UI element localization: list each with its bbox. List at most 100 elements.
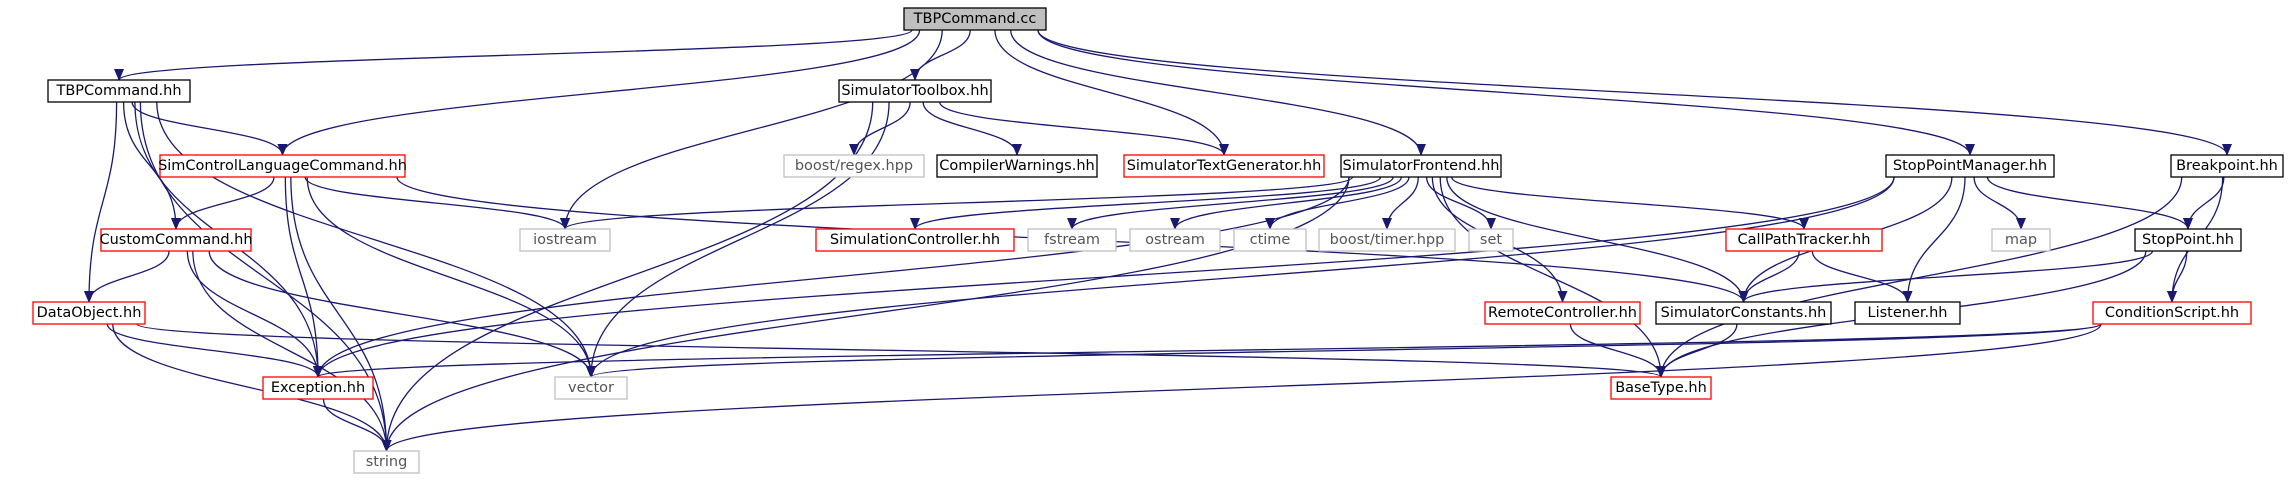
node-listener-hh[interactable]: Listener.hh	[1854, 301, 1961, 325]
edge-line	[192, 250, 392, 452]
node-tbpcommand-cc[interactable]: TBPCommand.cc	[903, 7, 1047, 31]
node-label: vector	[568, 380, 614, 396]
edge-line	[114, 29, 913, 81]
node-label: map	[2005, 232, 2037, 248]
edge-line	[322, 398, 392, 452]
node-box	[1655, 301, 1832, 325]
node-label: RemoteController.hh	[1488, 305, 1637, 321]
edge-line	[939, 101, 1229, 156]
edge-line	[284, 176, 323, 378]
edge-stoppointmanager_hh-to-vector	[586, 176, 1895, 378]
node-label: SimulatorFrontend.hh	[1343, 158, 1500, 174]
node-exception-hh[interactable]: Exception.hh	[262, 376, 374, 400]
edge-tbpcommand_hh-to-simcontrollanguagecommand_hh	[131, 101, 288, 156]
node-label: string	[366, 454, 408, 470]
edge-simulatortoolbox_hh-to-vector	[586, 101, 890, 378]
edge-callpathtracker_hh-to-listener_hh	[1811, 250, 1913, 303]
node-fstream: fstream	[1027, 228, 1117, 252]
edge-tbpcommand_cc-to-tbpcommand_hh	[114, 29, 913, 81]
node-label: Breakpoint.hh	[2176, 158, 2278, 174]
node-box	[1233, 228, 1307, 252]
node-label: SimControlLanguageCommand.hh	[158, 158, 407, 174]
node-label: StopPoint.hh	[2142, 232, 2234, 248]
node-box	[903, 7, 1047, 31]
node-simulatorconstants-hh[interactable]: SimulatorConstants.hh	[1655, 301, 1832, 325]
node-box	[1027, 228, 1117, 252]
node-stoppointmanager-hh[interactable]: StopPointManager.hh	[1885, 154, 2055, 178]
edge-dataobject_hh-to-exception_hh	[106, 323, 323, 378]
node-box	[159, 154, 406, 178]
node-basetype-hh[interactable]: BaseType.hh	[1610, 376, 1712, 400]
node-simcontrollanguagecommand-hh[interactable]: SimControlLanguageCommand.hh	[158, 154, 407, 178]
node-simulationcontroller-hh[interactable]: SimulationController.hh	[815, 228, 1015, 252]
node-box	[519, 228, 611, 252]
edge-line	[208, 250, 596, 378]
edge-simulatortoolbox_hh-to-boost_regex_hpp	[849, 101, 911, 156]
node-box	[353, 450, 420, 474]
node-simulatortoolbox-hh[interactable]: SimulatorToolbox.hh	[838, 79, 992, 103]
edge-simulatorfrontend_hh-to-ctime	[1265, 176, 1410, 230]
node-label: fstream	[1044, 232, 1100, 248]
edge-tbpcommand_hh-to-dataobject_hh	[84, 101, 118, 303]
node-label: SimulatorToolbox.hh	[841, 83, 988, 99]
edge-tbpcommand_cc-to-simulatorfrontend_hh	[1010, 29, 1426, 156]
edge-simcontrollanguagecommand_hh-to-customcommand_hh	[171, 176, 275, 230]
edge-line	[313, 323, 2102, 378]
edge-tbpcommand_hh-to-customcommand_hh	[122, 101, 181, 230]
node-conditionscript-hh[interactable]: ConditionScript.hh	[2092, 301, 2252, 325]
edge-line	[304, 176, 570, 230]
edge-line	[277, 29, 921, 156]
edge-line	[84, 250, 170, 303]
edge-line	[313, 176, 1350, 378]
edge-line	[1450, 176, 1809, 230]
node-label: SimulatorTextGenerator.hh	[1127, 158, 1322, 174]
edge-line	[910, 29, 971, 81]
edge-line	[122, 101, 181, 230]
edge-line	[1439, 176, 1666, 378]
node-label: CallPathTracker.hh	[1738, 232, 1871, 248]
edge-simulatorconstants_hh-to-basetype_hh	[1656, 323, 1738, 378]
node-label: TBPCommand.hh	[55, 83, 181, 99]
node-box	[1991, 228, 2051, 252]
node-label: boost/timer.hpp	[1330, 232, 1445, 248]
node-set: set	[1468, 228, 1514, 252]
node-box	[1725, 228, 1883, 252]
node-box	[1484, 301, 1641, 325]
node-remotecontroller-hh[interactable]: RemoteController.hh	[1484, 301, 1641, 325]
edge-line	[586, 323, 2102, 378]
edge-line	[2167, 250, 2188, 303]
edge-customcommand_hh-to-exception_hh	[186, 250, 323, 378]
node-box	[1318, 228, 1456, 252]
edge-stoppointmanager_hh-to-map	[1973, 176, 2026, 230]
edge-line	[381, 323, 2102, 452]
edge-conditionscript_hh-to-exception_hh	[313, 323, 2102, 378]
node-stoppoint-hh[interactable]: StopPoint.hh	[2134, 228, 2242, 252]
edge-simulatortoolbox_hh-to-compilerwarnings_hh	[922, 101, 1022, 156]
node-simulatorfrontend-hh[interactable]: SimulatorFrontend.hh	[1340, 154, 1502, 178]
edge-line	[1986, 176, 2193, 230]
node-label: CompilerWarnings.hh	[939, 158, 1094, 174]
edge-stoppoint_hh-to-simulatorconstants_hh	[1738, 250, 2154, 303]
node-box	[936, 154, 1098, 178]
node-simulatortextgenerator-hh[interactable]: SimulatorTextGenerator.hh	[1123, 154, 1325, 178]
node-customcommand-hh[interactable]: CustomCommand.hh	[99, 228, 253, 252]
edge-tbpcommand_cc-to-simcontrollanguagecommand_hh	[277, 29, 921, 156]
node-box	[2092, 301, 2252, 325]
node-box	[100, 228, 252, 252]
node-label: ConditionScript.hh	[2105, 305, 2239, 321]
edge-line	[156, 101, 596, 378]
node-breakpoint-hh[interactable]: Breakpoint.hh	[2170, 154, 2284, 178]
node-dataobject-hh[interactable]: DataObject.hh	[32, 301, 146, 325]
edge-simcontrollanguagecommand_hh-to-vector	[306, 176, 596, 378]
node-compilerwarnings-hh[interactable]: CompilerWarnings.hh	[936, 154, 1098, 178]
edge-line	[1425, 176, 1496, 230]
edge-line	[171, 176, 275, 230]
node-string: string	[353, 450, 420, 474]
edge-simulatorfrontend_hh-to-simulatorconstants_hh	[1446, 176, 1749, 303]
node-callpathtracker-hh[interactable]: CallPathTracker.hh	[1725, 228, 1883, 252]
edge-tbpcommand_cc-to-breakpoint_hh	[1037, 29, 2232, 156]
edge-stoppoint_hh-to-conditionscript_hh	[2167, 250, 2188, 303]
edge-line	[1010, 29, 1426, 156]
node-tbpcommand-hh[interactable]: TBPCommand.hh	[47, 79, 191, 103]
